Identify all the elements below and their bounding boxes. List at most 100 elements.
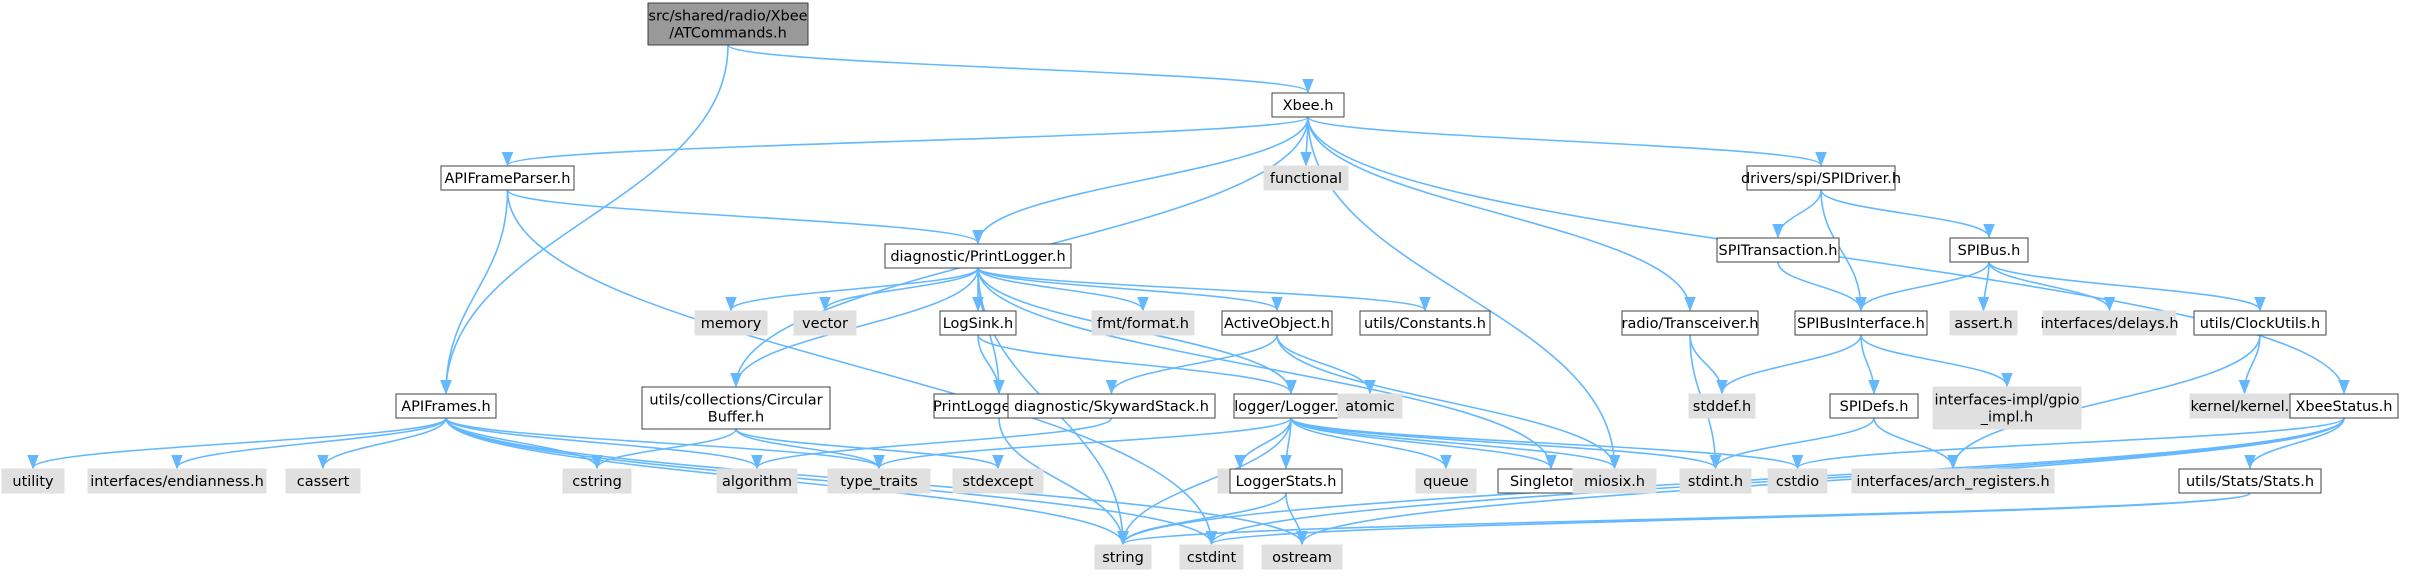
edge-xbee-to-spidriver	[1307, 116, 1827, 167]
node-spibusinterface-label: SPIBusInterface.h	[1797, 316, 1925, 332]
node-cstdint-box	[1179, 544, 1244, 570]
edge-apiframeparser-to-apiframes	[440, 189, 509, 395]
node-logsink-label: LogSink.h	[943, 316, 1014, 332]
node-constants[interactable]: utils/Constants.h	[1359, 310, 1491, 336]
edge-xbeestatus-to-stats	[2244, 417, 2345, 470]
node-clockutils[interactable]: utils/ClockUtils.h	[2193, 310, 2327, 336]
edge-activeobject-to-skywardstack	[1105, 334, 1278, 395]
edge-loggerh-to-string	[1117, 417, 1292, 546]
node-xbeestatus-label: XbeeStatus.h	[2296, 399, 2393, 415]
edge-loggerh-to-miosix	[1290, 417, 1621, 470]
edge-loggerh-to-list	[1234, 417, 1292, 470]
node-loggerstats[interactable]: LoggerStats.h	[1229, 468, 1343, 494]
edge-printlogger-to-circularbuffer	[730, 267, 979, 388]
node-memory: memory	[694, 310, 768, 336]
node-stddef-box	[1688, 393, 1756, 419]
node-vector: vector	[793, 310, 857, 336]
edge-xbee-to-transceiver	[1307, 116, 1696, 312]
node-ostream-label: ostream	[1272, 550, 1332, 566]
node-root[interactable]: src/shared/radio/Xbee/ATCommands.h	[647, 2, 809, 46]
edge-spidriver-to-spitransaction	[1772, 189, 1822, 239]
edge-apiframes-to-typetraits	[445, 417, 885, 470]
node-constants-label: utils/Constants.h	[1364, 316, 1486, 332]
node-printlogger[interactable]: diagnostic/PrintLogger.h	[884, 243, 1072, 269]
node-miosix-label: miosix.h	[1584, 474, 1645, 490]
node-spitransaction[interactable]: SPITransaction.h	[1716, 237, 1840, 263]
node-circularbuffer-box	[641, 386, 831, 430]
node-spidriver[interactable]: drivers/spi/SPIDriver.h	[1741, 165, 1901, 191]
node-transceiver[interactable]: radio/Transceiver.h	[1621, 310, 1759, 336]
node-archregisters-box	[1851, 468, 2055, 494]
node-utility-box	[1, 468, 65, 494]
node-transceiver-box	[1621, 310, 1759, 336]
node-activeobject-label: ActiveObject.h	[1224, 316, 1330, 332]
node-typetraits-box	[827, 468, 931, 494]
node-logsink[interactable]: LogSink.h	[939, 310, 1017, 336]
node-apiframeparser[interactable]: APIFrameParser.h	[440, 165, 575, 191]
node-spidefs[interactable]: SPIDefs.h	[1829, 393, 1919, 419]
node-spidriver-box	[1746, 165, 1896, 191]
node-stats-label: utils/Stats/Stats.h	[2186, 474, 2314, 490]
edge-printlogger-to-singleton	[977, 267, 1557, 470]
node-memory-box	[694, 310, 768, 336]
edge-printlogger-to-constants	[977, 267, 1431, 312]
node-archregisters: interfaces/arch_registers.h	[1851, 468, 2055, 494]
node-ostream-box	[1261, 544, 1343, 570]
node-constants-box	[1359, 310, 1491, 336]
edge-circularbuffer-to-cstring	[591, 428, 737, 470]
node-clockutils-box	[2193, 310, 2327, 336]
node-asserth-label: assert.h	[1954, 316, 2012, 332]
node-gpioimpl-label: interfaces-impl/gpio	[1934, 393, 2079, 409]
node-cstring-label: cstring	[572, 474, 622, 490]
node-cstring-box	[562, 468, 632, 494]
node-atomic: atomic	[1337, 393, 1403, 419]
edge-loggerh-to-cstdio	[1290, 417, 1803, 470]
edge-loggerh-to-typetraits	[873, 417, 1292, 470]
node-queue-box	[1415, 468, 1477, 494]
node-skywardstack[interactable]: diagnostic/SkywardStack.h	[1007, 393, 1216, 419]
edge-apiframeparser-to-printlogger	[506, 189, 984, 245]
edge-activeobject-to-atomic	[1276, 334, 1376, 395]
node-stats-box	[2178, 468, 2322, 494]
node-xbee[interactable]: Xbee.h	[1271, 92, 1345, 118]
node-cassert: cassert	[285, 468, 361, 494]
node-stdint-box	[1679, 468, 1752, 494]
edge-logsink-to-loggerh	[977, 334, 1297, 395]
node-apiframes-label: APIFrames.h	[401, 399, 490, 415]
node-fmtformat-box	[1091, 310, 1195, 336]
node-stats[interactable]: utils/Stats/Stats.h	[2178, 468, 2322, 494]
node-loggerstats-box	[1229, 468, 1343, 494]
node-delays: interfaces/delays.h	[2040, 310, 2179, 336]
node-spibusinterface[interactable]: SPIBusInterface.h	[1794, 310, 1928, 336]
node-loggerh[interactable]: logger/Logger.h	[1233, 393, 1349, 419]
node-loggerstats-label: LoggerStats.h	[1236, 474, 1337, 490]
node-fmtformat: fmt/format.h	[1091, 310, 1195, 336]
node-spibus-box	[1949, 237, 2029, 263]
edge-spitransaction-to-spibusinterface	[1777, 261, 1867, 312]
node-xbeestatus[interactable]: XbeeStatus.h	[2289, 393, 2399, 419]
node-loggerh-box	[1233, 393, 1349, 419]
node-spidefs-label: SPIDefs.h	[1840, 399, 1909, 415]
node-printlogger-label: diagnostic/PrintLogger.h	[890, 249, 1065, 265]
edge-printlogger-to-vector	[819, 267, 979, 312]
node-cassert-label: cassert	[297, 474, 350, 490]
edge-apiframes-to-utility	[27, 417, 447, 470]
edge-spidefs-to-stdint	[1709, 417, 1875, 470]
edge-spidriver-to-spibus	[1820, 189, 1995, 239]
edge-spibus-to-clockutils	[1988, 261, 2266, 312]
node-spibus[interactable]: SPIBus.h	[1949, 237, 2029, 263]
node-activeobject[interactable]: ActiveObject.h	[1221, 310, 1333, 336]
node-printlogger-box	[884, 243, 1072, 269]
node-stddef-label: stddef.h	[1693, 399, 1751, 415]
node-apiframes[interactable]: APIFrames.h	[395, 393, 497, 419]
node-apiframeparser-box	[440, 165, 575, 191]
node-skywardstack-box	[1007, 393, 1216, 419]
node-ostream: ostream	[1261, 544, 1343, 570]
node-asserth: assert.h	[1949, 310, 2018, 336]
edge-circularbuffer-to-typetraits	[735, 428, 885, 470]
nodes-layer: src/shared/radio/Xbee/ATCommands.hXbee.h…	[1, 2, 2399, 570]
node-spitransaction-label: SPITransaction.h	[1719, 243, 1838, 259]
node-root-label: src/shared/radio/Xbee	[648, 9, 807, 25]
